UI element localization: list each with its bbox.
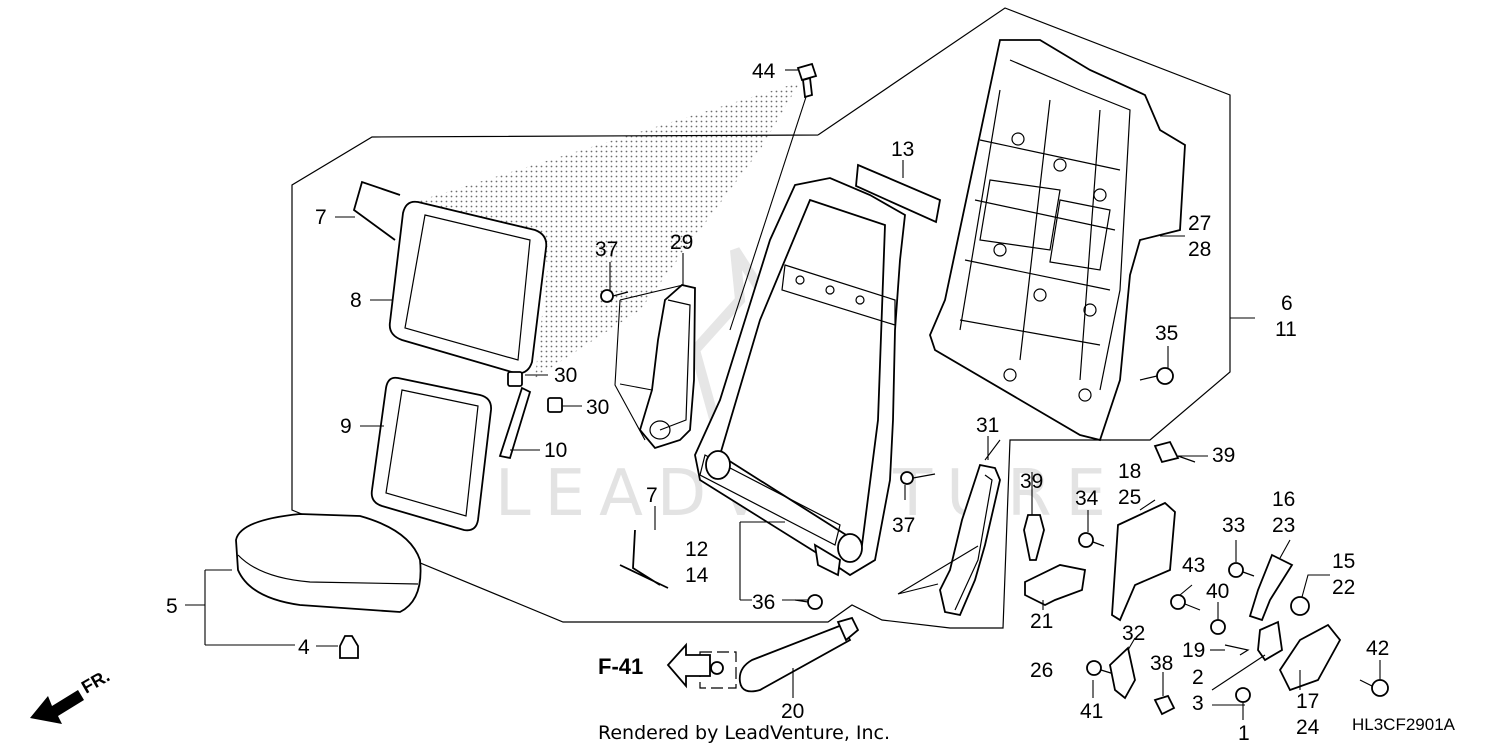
callout-20: 20 xyxy=(781,700,804,723)
callout-31: 31 xyxy=(976,414,999,437)
nut-38 xyxy=(1153,694,1176,716)
callout-43: 43 xyxy=(1182,554,1205,577)
plate-21 xyxy=(1024,564,1087,607)
lever-plate-17 xyxy=(1278,623,1342,692)
hinge-cover-29 xyxy=(638,284,696,450)
latch-2 xyxy=(1257,620,1283,662)
callout-34: 34 xyxy=(1075,487,1099,510)
hook-32 xyxy=(1109,646,1136,700)
callout-37-upper: 37 xyxy=(595,238,618,261)
callout-30-upper: 30 xyxy=(554,364,577,387)
callout-44: 44 xyxy=(752,60,776,83)
screw-37b xyxy=(900,471,936,485)
bolt-34 xyxy=(1078,532,1105,548)
bumper-4 xyxy=(339,635,359,659)
assembly-boundary-outer xyxy=(291,7,1231,629)
clip-30b xyxy=(547,397,563,413)
bolt-33 xyxy=(1228,562,1255,578)
seat-back-panel xyxy=(929,39,1186,442)
callout-24: 24 xyxy=(1296,716,1320,739)
callout-1: 1 xyxy=(1238,722,1250,745)
callout-12: 12 xyxy=(685,538,708,561)
leader-lines xyxy=(185,69,1381,720)
gas-strut-20 xyxy=(699,616,860,693)
bolt-41 xyxy=(1086,660,1115,676)
callout-11: 11 xyxy=(1275,318,1297,341)
clip-39b xyxy=(1023,514,1045,561)
callout-27: 27 xyxy=(1188,212,1211,235)
wire-7-upper xyxy=(352,180,401,241)
callout-labels: 44 13 27 28 6 11 35 7 8 37 29 30 30 9 10… xyxy=(166,60,1389,745)
callout-37-lower: 37 xyxy=(892,514,915,537)
cushion-5 xyxy=(235,513,422,613)
reference-label[interactable]: F-41 xyxy=(598,654,643,679)
callout-40: 40 xyxy=(1206,580,1229,603)
bolt-42 xyxy=(1359,679,1389,697)
callout-25: 25 xyxy=(1118,486,1141,509)
bolt-43 xyxy=(1170,594,1201,611)
callout-19: 19 xyxy=(1182,639,1205,662)
callout-17: 17 xyxy=(1296,690,1319,713)
lever-16 xyxy=(1248,553,1294,622)
callout-33: 33 xyxy=(1222,514,1245,537)
cover-8 xyxy=(388,200,548,375)
bolt-35 xyxy=(1139,367,1174,385)
bolt-44 xyxy=(796,62,818,99)
callout-4: 4 xyxy=(298,636,310,659)
screw-37a xyxy=(600,289,629,303)
callout-5: 5 xyxy=(166,595,178,618)
callout-22: 22 xyxy=(1332,576,1355,599)
callout-14: 14 xyxy=(685,564,709,587)
callout-28: 28 xyxy=(1188,238,1211,261)
front-arrow-icon xyxy=(30,690,84,724)
callout-32: 32 xyxy=(1122,622,1145,645)
callout-39-right: 39 xyxy=(1212,444,1235,467)
callout-39-left: 39 xyxy=(1020,470,1043,493)
callout-10: 10 xyxy=(544,439,567,462)
rendered-by-credit: Rendered by LeadVenture, Inc. xyxy=(598,722,890,744)
callout-7-lower: 7 xyxy=(646,484,658,507)
callout-23: 23 xyxy=(1272,514,1295,537)
strap-10 xyxy=(498,386,532,460)
callout-30-lower: 30 xyxy=(586,396,609,419)
spring-19 xyxy=(1224,644,1250,656)
clip-30a xyxy=(507,371,523,387)
callout-38: 38 xyxy=(1150,652,1173,675)
callout-2: 2 xyxy=(1192,666,1204,689)
callout-16: 16 xyxy=(1272,488,1295,511)
callout-18: 18 xyxy=(1118,460,1141,483)
callout-35: 35 xyxy=(1155,322,1178,345)
callout-42: 42 xyxy=(1366,637,1389,660)
seat-back-frame xyxy=(694,177,906,577)
cover-shading xyxy=(405,82,800,378)
bolt-36 xyxy=(794,594,823,610)
reference-arrow-icon xyxy=(666,642,711,689)
front-direction-indicator: FR. xyxy=(30,666,113,724)
bushing-22 xyxy=(1290,596,1310,616)
bolt-39a xyxy=(1153,440,1196,464)
diagram-code: HL3CF2901A xyxy=(1352,715,1456,734)
callout-13: 13 xyxy=(891,138,914,161)
hinge-bracket-18 xyxy=(1111,501,1176,622)
callout-21: 21 xyxy=(1030,610,1053,633)
hinge-cover-31 xyxy=(939,463,1001,617)
callout-41: 41 xyxy=(1080,700,1103,723)
callout-8: 8 xyxy=(350,289,362,312)
callout-36: 36 xyxy=(752,591,775,614)
callout-29: 29 xyxy=(670,231,693,254)
pin-1 xyxy=(1235,687,1251,703)
washer-40 xyxy=(1210,619,1226,635)
reference-f41[interactable]: F-41 xyxy=(598,642,711,689)
front-label: FR. xyxy=(78,666,113,698)
wire-7-lower xyxy=(619,529,669,589)
cover-9 xyxy=(370,376,492,532)
callout-15: 15 xyxy=(1332,550,1355,573)
callout-9: 9 xyxy=(340,415,352,438)
bracket-13 xyxy=(855,163,942,224)
callout-26: 26 xyxy=(1030,659,1053,682)
callout-6: 6 xyxy=(1281,292,1293,315)
callout-7-upper: 7 xyxy=(315,206,327,229)
callout-3: 3 xyxy=(1192,692,1204,715)
